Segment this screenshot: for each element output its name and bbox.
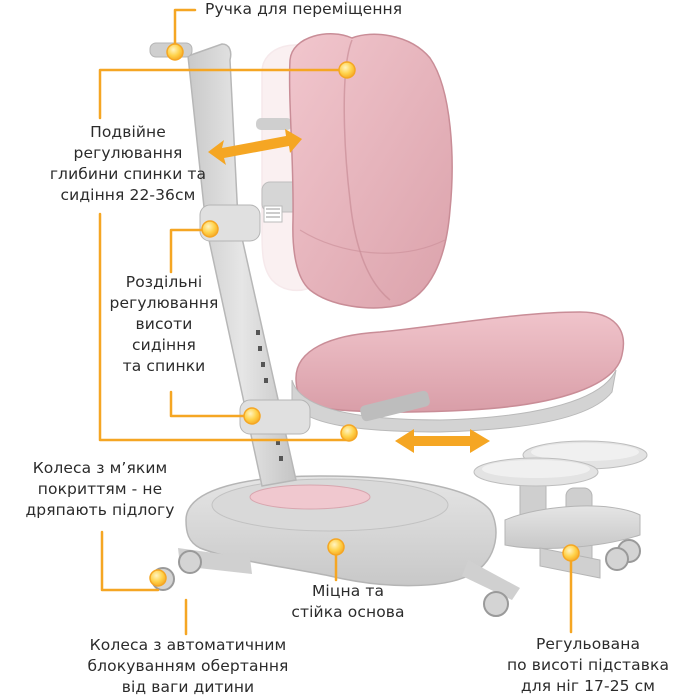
label-line: по висоті підставка [506,656,670,674]
callout-lines [98,8,573,636]
chair-base [178,475,520,600]
label-line: дряпають підлогу [25,501,175,519]
highlight-dot-icon [149,43,580,587]
label-line: для ніг 17-25 см [520,677,656,695]
label-line: регулювання [109,294,219,312]
seat [291,311,625,433]
label-base: Міцна та стійка основа [282,581,414,623]
label-soft-wheels: Колеса з м’яким покриттям - не дряпають … [2,458,198,521]
label-line: регулювання [73,144,183,162]
label-line: Колеса з м’яким [32,459,168,477]
label-line: Колеса з автоматичним [89,636,287,654]
label-line: блокуванням обертання [87,657,289,675]
label-line: Міцна та [311,582,385,600]
label-line: стійка основа [291,603,405,621]
label-footrest: Регульована по висоті підставка для ніг … [488,634,688,697]
label-height-adjustment: Роздільні регулювання висоти сидіння та … [104,272,224,377]
label-handle-text: Ручка для переміщення [205,0,403,18]
label-handle: Ручка для переміщення [205,0,402,20]
label-line: Роздільні [125,273,203,291]
footrest [473,440,648,579]
label-line: висоти [135,315,193,333]
label-line: від ваги дитини [121,678,255,696]
label-locking-wheels: Колеса з автоматичним блокуванням оберта… [76,635,300,698]
label-line: Подвійне [90,123,166,141]
label-depth-adjustment: Подвійне регулювання глибини спинки та с… [48,122,208,206]
label-line: глибини спинки та [49,165,207,183]
backrest [288,33,453,309]
label-line: Регульована [535,635,641,653]
label-line: сидіння 22-36см [60,186,196,204]
label-line: покриттям - не [37,480,163,498]
label-line: сидіння [132,336,196,354]
double-arrow-icon [208,129,490,453]
label-line: та спинки [122,357,206,375]
